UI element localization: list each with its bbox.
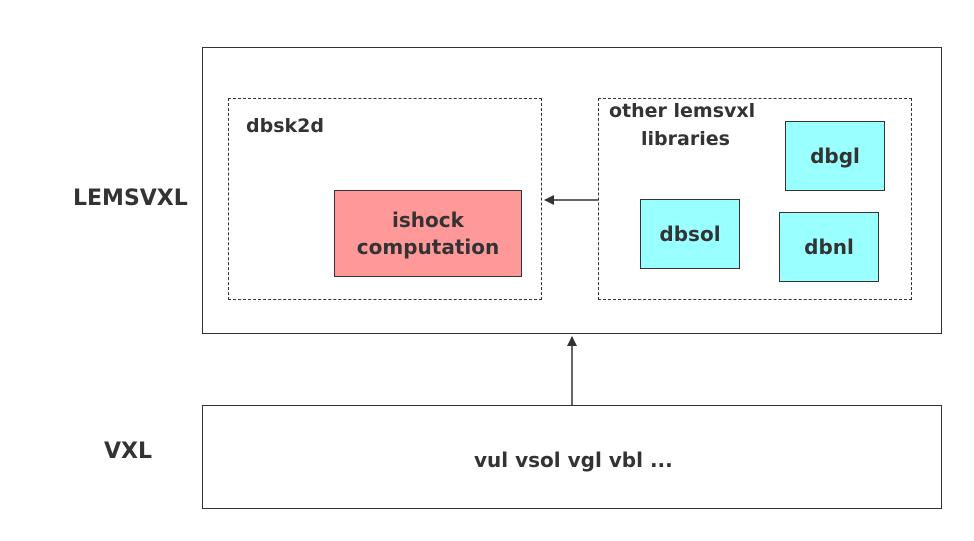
vxl-libraries-text: vul vsol vgl vbl ... (474, 448, 673, 472)
other-libraries-group (598, 98, 912, 300)
ishock-label-line1: ishock (392, 207, 464, 232)
dbnl-label: dbnl (804, 235, 854, 259)
dbsol-label: dbsol (659, 222, 721, 246)
ishock-label-line2: computation (356, 234, 500, 259)
dbsk2d-group (228, 98, 542, 300)
dbgl-box: dbgl (785, 121, 885, 191)
other-libraries-label-line1: other lemsvxl (609, 100, 756, 122)
dbsk2d-label: dbsk2d (246, 115, 324, 137)
dbnl-box: dbnl (779, 212, 879, 282)
vxl-layer-label: VXL (104, 439, 153, 464)
dbgl-label: dbgl (810, 144, 860, 168)
vxl-layer-box (202, 405, 942, 509)
dbsol-box: dbsol (640, 199, 740, 269)
other-libraries-label-line2: libraries (641, 128, 730, 150)
ishock-computation-box: ishock computation (334, 190, 522, 277)
lemsvxl-layer-label: LEMSVXL (73, 186, 188, 211)
